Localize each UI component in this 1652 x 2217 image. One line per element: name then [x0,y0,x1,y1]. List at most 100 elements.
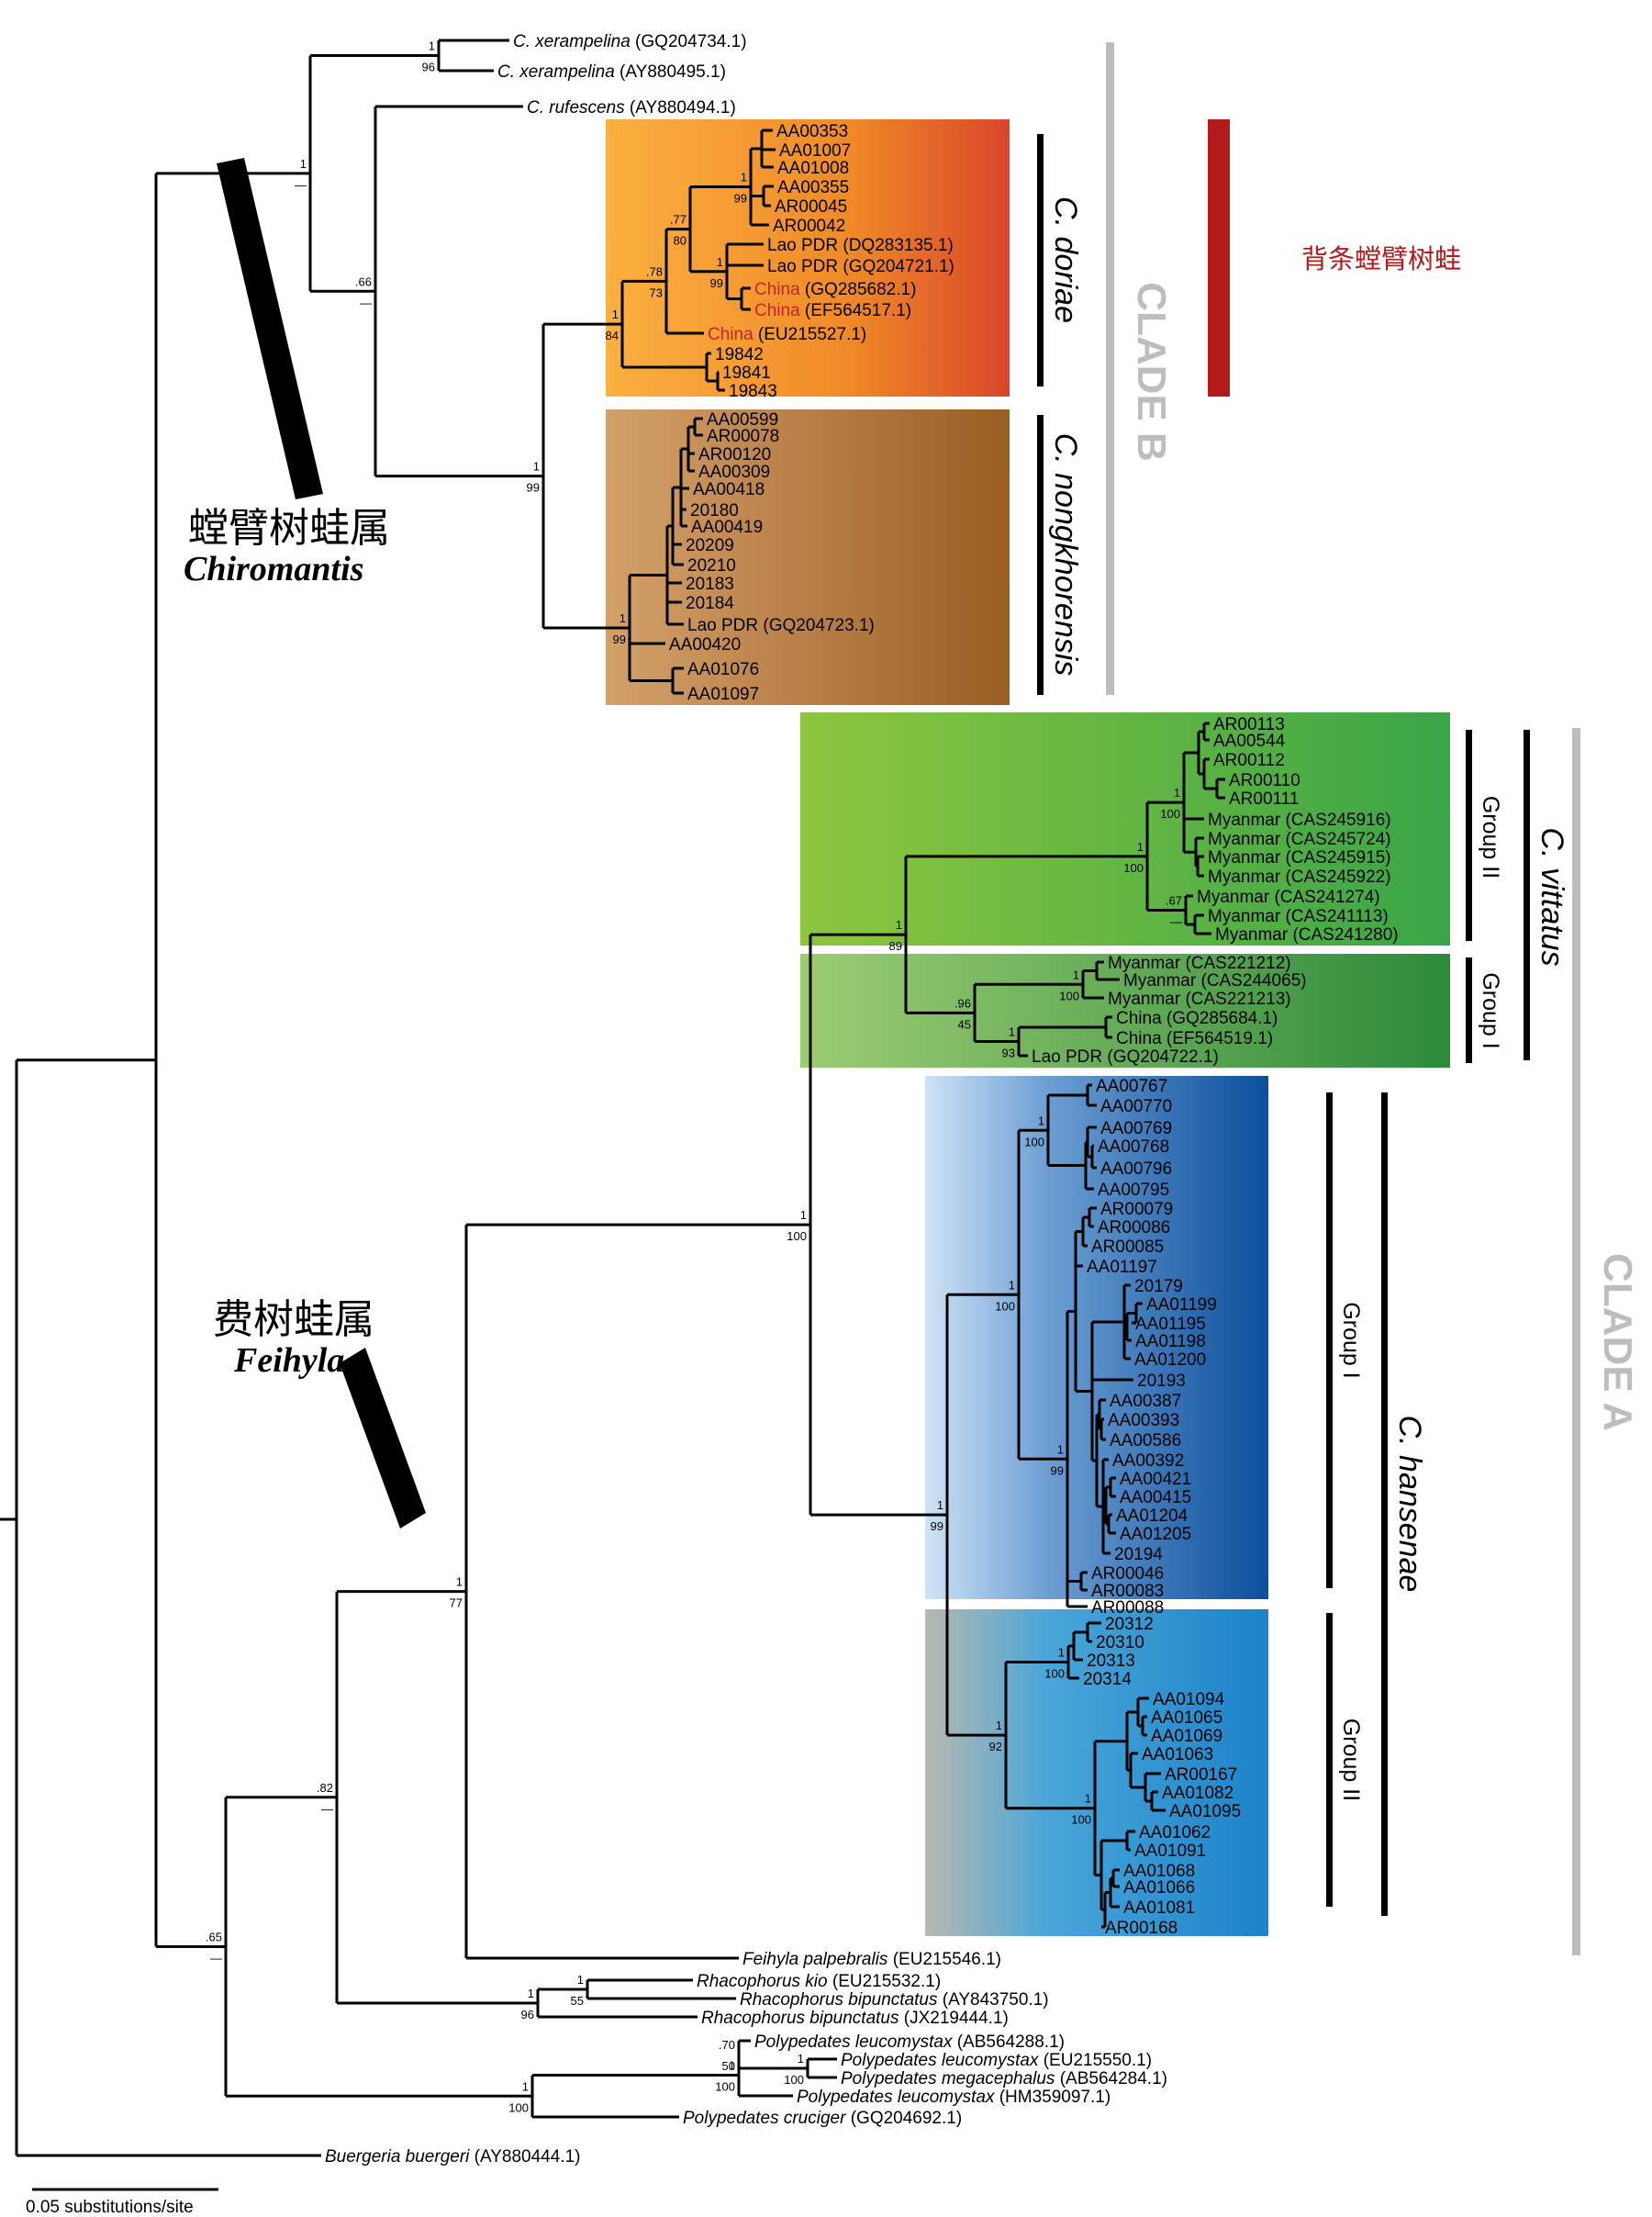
tip-label-t105: Buergeria buergeri (AY880444.1) [325,2147,581,2167]
tip-label-t80: 20310 [1096,1633,1144,1652]
support-pp-poly: 1 [522,2079,529,2093]
tip-label-t48: China (GQ285684.1) [1116,1009,1278,1028]
support-bs-dor3: 80 [674,234,686,248]
tip-label-t37: AR00111 [1229,789,1299,809]
vittatus-group1-box [800,954,1450,1068]
vittatus-group1-bar [1466,957,1472,1063]
hansenae-group2-box [925,1609,1268,1936]
support-bs-dor2: 73 [650,286,663,299]
support-pp-hg1a: 1 [1038,1114,1044,1127]
tip-label-t87: AR00167 [1165,1765,1237,1785]
support-pp-doriae: 1 [612,308,619,321]
tip-label-t20: AR00120 [698,445,771,465]
tree-branches [0,39,1225,2157]
tip-label-t90: AA01062 [1139,1823,1211,1842]
support-bs-laoch: 99 [710,276,723,290]
support-bs-poly: 100 [508,2100,529,2114]
tip-label-t94: AA01081 [1123,1898,1195,1918]
tip-label-t84: AA01065 [1151,1708,1222,1728]
support-pp-poly3: .70 [719,2038,735,2052]
vittatus-group1-label: Group I [1478,972,1503,1048]
support-pp-poly2: 1 [729,2059,735,2073]
support-bs-feih: 77 [450,1596,463,1610]
support-bs-rhac2: 55 [571,1994,584,2008]
support-pp-dor3: .77 [670,213,686,227]
tip-label-t74: AA01205 [1120,1525,1191,1544]
tip-label-t88: AA01082 [1162,1784,1233,1803]
doriae-species-label: C. doriae [1048,196,1083,323]
support-pp-cladeA: 1 [800,1208,807,1222]
tip-label-t6: AA01008 [777,159,849,178]
tip-label-t62: AA01199 [1146,1295,1217,1315]
tip-label-t46: Myanmar (CAS244065) [1123,971,1307,991]
tip-label-t83: AA01094 [1153,1690,1225,1709]
tip-label-t45: Myanmar (CAS221212) [1108,954,1291,973]
doriae-species-bar [1037,134,1044,386]
support-pp-xer: 1 [429,39,435,53]
tip-label-t59: AR00085 [1091,1237,1164,1257]
support-bs-g1: 45 [958,1017,971,1031]
support-pp-n65: .65 [206,1931,222,1944]
tip-label-t86: AA01063 [1142,1745,1213,1764]
tip-label-t52: AA00770 [1100,1097,1172,1116]
support-pp-g1a: 1 [1073,968,1079,981]
tip-label-t91: AA01091 [1134,1842,1206,1861]
support-bs-xer: 96 [422,61,435,74]
tip-label-t103: Polypedates leucomystax (HM359097.1) [797,2088,1111,2107]
tip-label-t34: AA00544 [1213,732,1286,751]
hansenae-species-label: C. hansenae [1392,1416,1427,1593]
tip-label-t93: AA01066 [1123,1878,1195,1898]
hansenae-species-bar [1381,1092,1388,1916]
clade-a-bar [1572,728,1580,1955]
tip-label-t47: Myanmar (CAS221213) [1108,990,1291,1009]
tip-label-t18: AA00599 [707,410,778,430]
clade-b-bar [1106,42,1114,695]
nongkhorensis-species-label: C. nongkhorensis [1048,433,1083,677]
tip-label-t58: AR00086 [1098,1218,1170,1237]
support-pp-hg1: 1 [1009,1278,1015,1292]
support-bs-poly3: 50 [722,2059,735,2073]
tip-label-t96: Feihyla palpebralis (EU215546.1) [742,1950,1001,1969]
hansenae-group1-box [925,1076,1268,1599]
tip-label-t82: 20314 [1083,1670,1132,1689]
tip-label-t63: AA01195 [1135,1315,1206,1334]
tip-label-t22: AA00418 [693,480,765,499]
tip-label-t53: AA00769 [1100,1119,1172,1138]
support-bs-hg2: 92 [989,1740,1002,1753]
support-pp-han: 1 [937,1498,943,1512]
support-pp-nong: 1 [620,611,626,625]
support-bs-chiro: — [295,178,307,192]
tip-label-t73: AA01204 [1116,1506,1189,1526]
tip-label-t68: AA00393 [1108,1411,1179,1430]
tip-label-t13: China (EF564517.1) [754,301,911,320]
tip-label-t2: C. xerampelina (AY880495.1) [497,62,726,82]
tip-label-t38: Myanmar (CAS245916) [1208,811,1391,830]
support-pp-laoch: 1 [717,255,723,269]
support-pp-n82: .82 [317,1781,333,1795]
tip-label-t29: Lao PDR (GQ204723.1) [687,616,875,635]
support-bs-chiro2: — [360,296,372,309]
tip-label-t71: AA00421 [1120,1470,1191,1489]
tip-label-t4: AA00353 [776,122,848,141]
tip-label-t27: 20183 [686,575,734,594]
support-bs-vit: 89 [889,939,902,953]
tip-label-t30: AA00420 [669,635,741,655]
tip-label-t42: Myanmar (CAS241274) [1197,888,1380,907]
support-bs-doriae: 84 [606,329,619,342]
tip-label-t61: 20179 [1134,1277,1183,1296]
support-bs-hg2a: 100 [1044,1667,1065,1681]
support-pp-hg2a: 1 [1058,1646,1065,1660]
tip-label-t76: AR00046 [1091,1564,1164,1584]
tip-label-t39: Myanmar (CAS245724) [1208,830,1391,849]
support-bs-g1b: 93 [1002,1047,1015,1060]
support-bs-aa: 99 [734,192,747,206]
tip-label-t5: AA01007 [779,141,851,161]
support-bs-dn: 99 [527,481,540,495]
support-bs-hg1b: 99 [1051,1463,1064,1477]
vittatus-species-label: C. vittatus [1535,827,1569,966]
hansenae-group1-label: Group I [1338,1302,1364,1378]
tip-label-t78: AR00088 [1091,1598,1164,1618]
support-bs-g2: 100 [1123,861,1144,875]
support-pp-g2a: 1 [1174,786,1180,800]
